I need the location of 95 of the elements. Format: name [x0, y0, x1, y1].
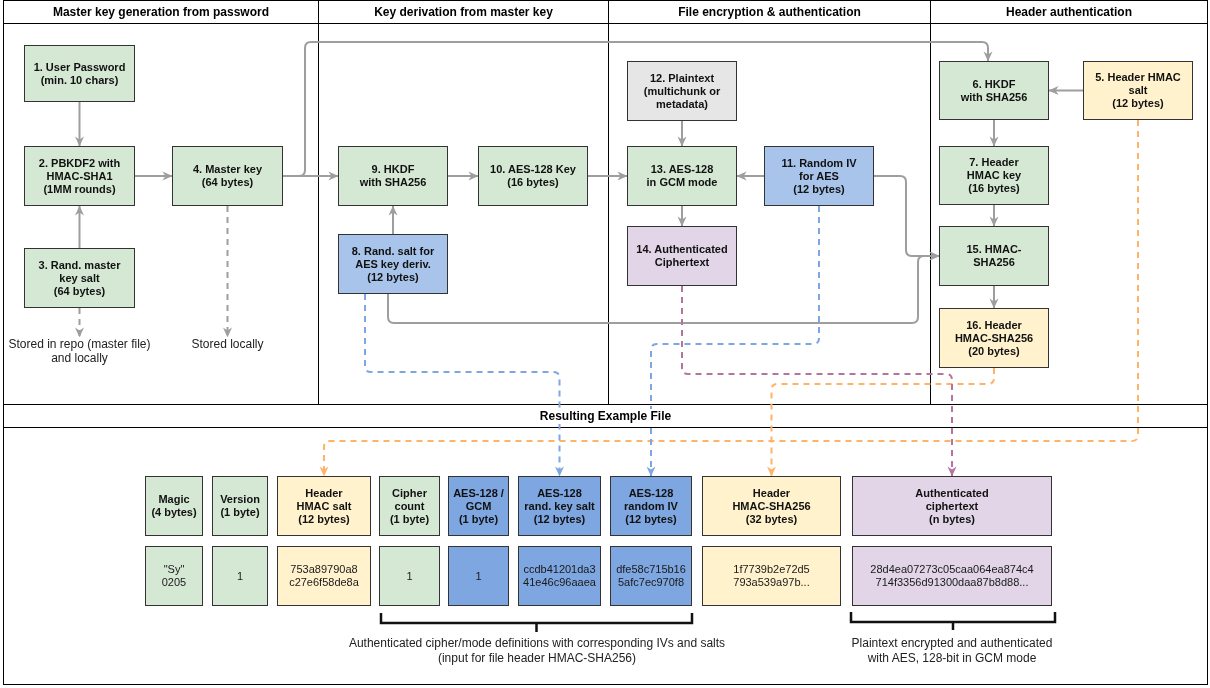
step-label: 14. Authenticated Ciphertext — [635, 243, 729, 269]
dashed-arrow — [75, 307, 84, 338]
swimlane — [3, 0, 319, 405]
field-header — [379, 476, 440, 536]
bracket-caption: Plaintext encrypted and authenticated with AES, 128-bit in GCM mode — [850, 636, 1054, 666]
step-box — [939, 146, 1049, 205]
step-box — [24, 146, 135, 206]
field-value — [379, 546, 440, 606]
arrow — [447, 171, 479, 181]
step-label: 2. PBKDF2 with HMAC-SHA1 (1MM rounds) — [37, 156, 122, 196]
field-value — [702, 546, 841, 606]
field-name: Authenticated ciphertext (n bytes) — [914, 486, 990, 526]
storage-note: Stored locally — [191, 337, 264, 351]
field-name: Cipher count (1 byte) — [388, 486, 431, 526]
swimlane — [930, 0, 1208, 405]
field-name: Magic (4 bytes) — [151, 493, 197, 519]
bracket-caption: Authenticated cipher/mode definitions with corresponding IVs and salts (input for file header HMAC-SHA256) — [348, 636, 726, 666]
field-header — [702, 476, 841, 536]
step-label: 8. Rand. salt for AES key deriv. (12 bytes) — [350, 244, 436, 284]
step-label: 13. AES-128 in GCM mode — [645, 163, 719, 189]
swimlane — [3, 404, 1208, 685]
arrow — [989, 285, 999, 309]
dashed-arrow — [223, 205, 232, 338]
dashed-arrow — [319, 119, 1139, 477]
step-box — [627, 61, 737, 121]
arrow — [677, 205, 687, 227]
field-header — [518, 476, 601, 536]
arrow — [736, 171, 765, 181]
step-box — [24, 45, 135, 102]
arrow — [387, 251, 940, 324]
step-label: 6. HKDF with SHA256 — [959, 77, 1029, 104]
arrow — [134, 171, 173, 181]
field-name: Header HMAC-SHA256 (32 bytes) — [731, 486, 812, 526]
arrow — [75, 101, 84, 147]
dashed-arrow — [646, 205, 820, 477]
field-value — [277, 546, 371, 606]
field-name: Version (1 byte) — [220, 493, 260, 519]
step-label: 4. Master key (64 bytes) — [192, 163, 263, 189]
field-data: 1f7739b2e72d5 793a539a97b... — [732, 563, 811, 589]
field-name: AES-128 rand. key salt (12 bytes) — [523, 486, 596, 526]
step-box — [478, 146, 588, 206]
field-value — [852, 546, 1052, 606]
step-label: 10. AES-128 Key (16 bytes) — [490, 163, 576, 189]
step-box — [338, 234, 448, 294]
field-data: 753a89790a8 c27e6f58de8a — [288, 563, 360, 589]
dashed-arrow — [364, 293, 564, 477]
field-header — [610, 476, 692, 536]
field-header — [852, 476, 1052, 536]
step-box — [939, 61, 1049, 120]
field-value — [610, 546, 692, 606]
arrow — [1048, 86, 1084, 95]
field-data: 1 — [475, 569, 482, 583]
field-name: Header HMAC salt (12 bytes) — [295, 486, 353, 526]
step-label: 1. User Password (min. 10 chars) — [33, 60, 126, 87]
field-data: 1 — [406, 569, 413, 583]
step-box — [627, 146, 737, 206]
step-box — [172, 146, 283, 206]
field-header — [277, 476, 371, 536]
field-value — [448, 546, 509, 606]
arrow — [388, 205, 398, 235]
arrow — [677, 120, 687, 147]
step-box — [1083, 61, 1193, 120]
step-box — [764, 146, 874, 206]
dashed-arrow — [681, 285, 957, 477]
field-data: ccdb41201da3 41e46c96aaea — [522, 563, 597, 589]
arrow — [989, 204, 999, 227]
step-label: 9. HKDF with SHA256 — [358, 163, 428, 189]
field-header — [448, 476, 509, 536]
step-box — [939, 308, 1049, 368]
storage-note: Stored in repo (master file) and locally — [5, 337, 154, 365]
step-label: 3. Rand. master key salt (64 bytes) — [37, 258, 122, 298]
field-value — [518, 546, 601, 606]
step-label: 5. Header HMAC salt (12 bytes) — [1094, 71, 1182, 110]
field-header — [145, 476, 203, 536]
arrow — [989, 119, 999, 147]
field-name: AES-128 random IV (12 bytes) — [623, 486, 679, 526]
field-header — [212, 476, 268, 536]
step-box — [24, 248, 135, 308]
field-value — [212, 546, 268, 606]
step-box — [627, 226, 737, 286]
field-name: AES-128 / GCM (1 byte) — [452, 486, 505, 526]
field-data: 28d4ea07273c05caa064ea874c4 714f3356d91300daa87b8d88... — [869, 563, 1035, 589]
field-data: dfe58c715b16 5afc7ec970f8 — [615, 563, 687, 589]
step-label: 7. Header HMAC key (16 bytes) — [965, 156, 1023, 195]
arrow — [587, 171, 628, 181]
step-label: 15. HMAC-SHA256 — [965, 243, 1023, 269]
step-box — [338, 146, 448, 206]
step-label: 12. Plaintext (multichunk or metadata) — [642, 71, 722, 111]
field-value — [145, 546, 203, 606]
field-data: 1 — [236, 569, 244, 583]
step-box — [939, 226, 1049, 286]
arrow — [75, 205, 84, 249]
step-label: 11. Random IV for AES (12 bytes) — [780, 156, 858, 196]
field-data: "Sy" 0205 — [160, 563, 188, 589]
step-label: 16. Header HMAC-SHA256 (20 bytes) — [953, 318, 1035, 358]
